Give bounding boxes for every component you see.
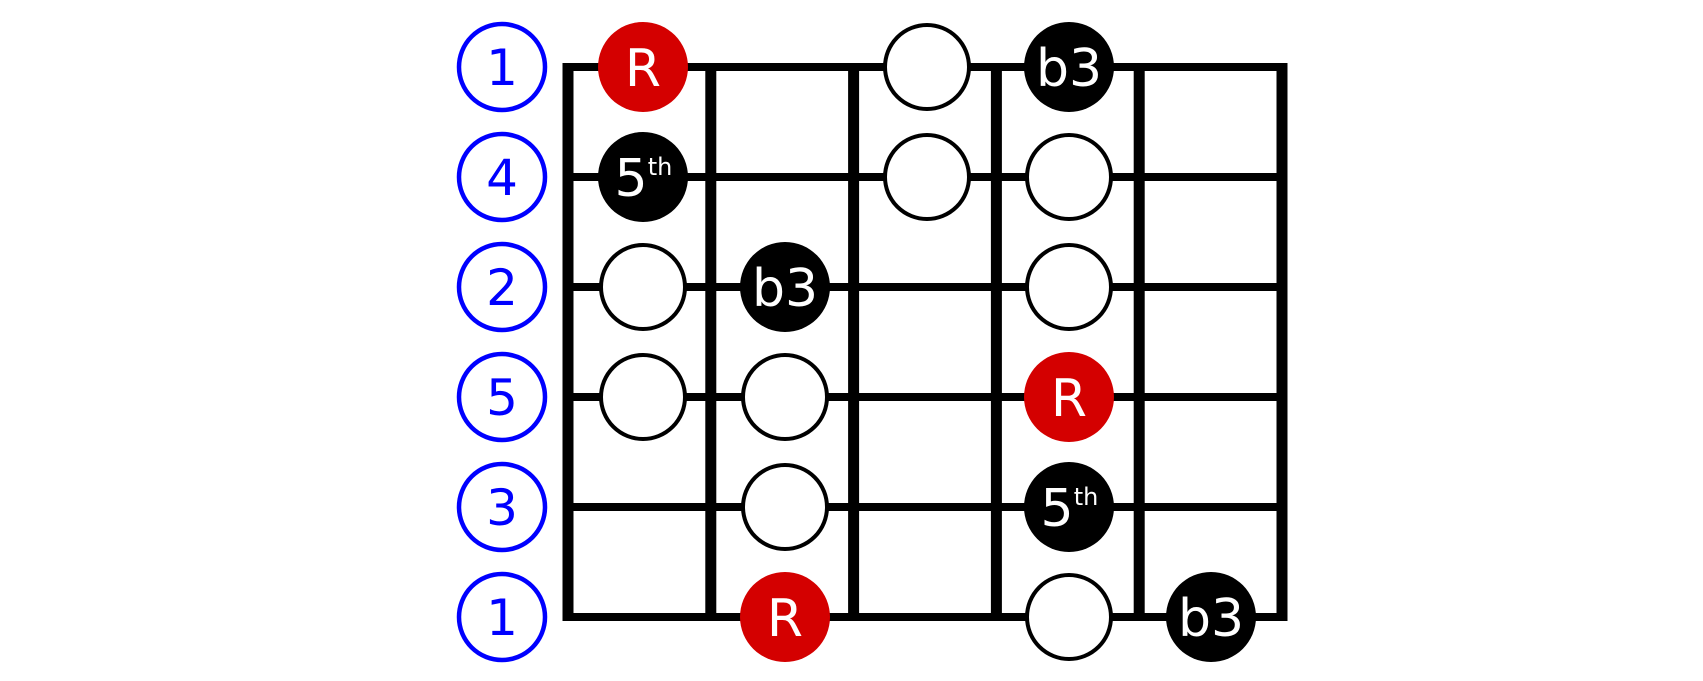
note-label: R — [625, 39, 661, 99]
note-label: R — [1051, 369, 1087, 429]
string-number-text: 3 — [486, 479, 518, 537]
note-label: 5 — [1040, 479, 1073, 539]
scale-note-marker — [741, 463, 829, 551]
string-number-label: 1 — [456, 571, 548, 663]
root-note-marker: R — [740, 572, 830, 662]
scale-note-marker — [883, 23, 971, 111]
note-label: b3 — [752, 259, 818, 319]
string-number-text: 1 — [486, 39, 518, 97]
interval-note-marker: b3 — [1024, 22, 1114, 112]
scale-note-marker — [599, 353, 687, 441]
scale-note-marker — [1025, 243, 1113, 331]
scale-note-marker — [1025, 573, 1113, 661]
note-label-superscript: th — [1074, 483, 1099, 511]
string-number-text: 4 — [486, 149, 518, 207]
string-number-label: 2 — [456, 241, 548, 333]
scale-note-marker — [599, 243, 687, 331]
note-label: b3 — [1036, 39, 1102, 99]
note-label: b3 — [1178, 589, 1244, 649]
string-number-text: 1 — [486, 589, 518, 647]
string-number-text: 5 — [486, 369, 518, 427]
interval-note-marker: b3 — [740, 242, 830, 332]
string-number-label: 1 — [456, 21, 548, 113]
root-note-marker: R — [1024, 352, 1114, 442]
note-label: 5 — [614, 149, 647, 209]
note-label-superscript: th — [648, 153, 673, 181]
string-number-text: 2 — [486, 259, 518, 317]
string-number-label: 3 — [456, 461, 548, 553]
scale-note-marker — [1025, 133, 1113, 221]
string-labels: 1 4 2 5 3 1 — [456, 21, 548, 663]
string-number-label: 4 — [456, 131, 548, 223]
scale-note-marker — [741, 353, 829, 441]
root-note-marker: R — [598, 22, 688, 112]
scale-note-marker — [883, 133, 971, 221]
string-number-label: 5 — [456, 351, 548, 443]
note-label: R — [767, 589, 803, 649]
interval-note-marker: b3 — [1166, 572, 1256, 662]
